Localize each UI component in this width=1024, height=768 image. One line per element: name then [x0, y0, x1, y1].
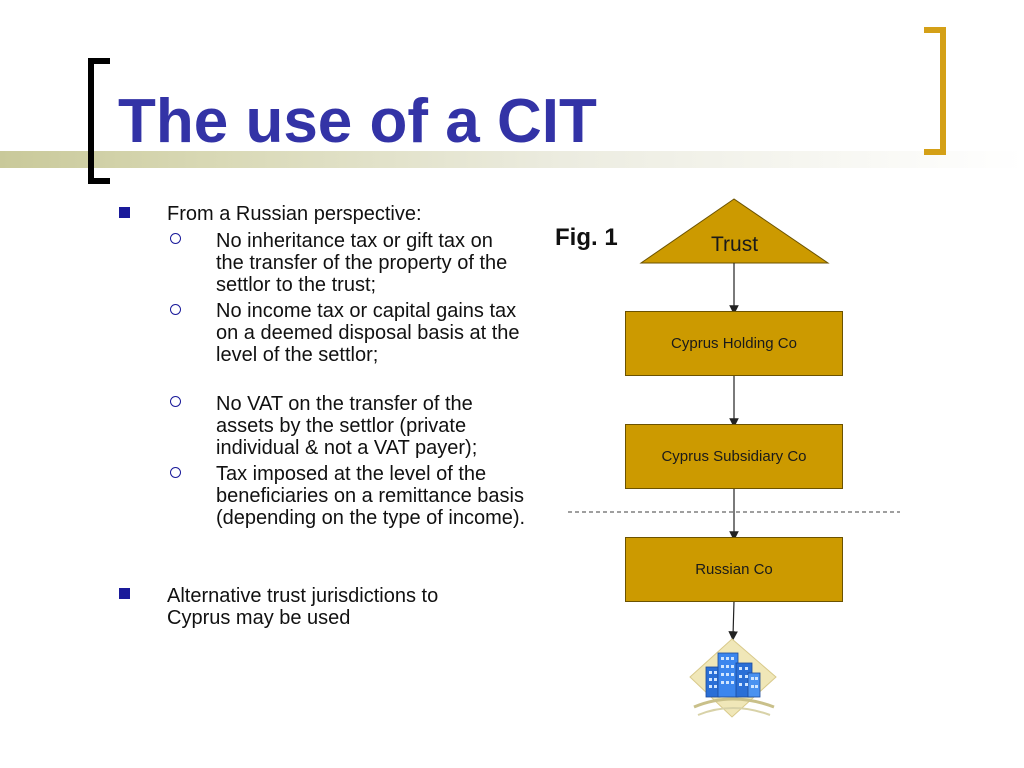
sub-bullet-text: No VAT on the transfer of the assets by … [216, 393, 478, 459]
right-bracket-decoration [924, 27, 946, 155]
bullet-ring-icon [170, 233, 181, 244]
slide-title: The use of a CIT [118, 87, 597, 156]
office-building-icon [689, 638, 777, 718]
cyprus-subsidiary-box: Cyprus Subsidiary Co [625, 424, 843, 489]
left-bracket-decoration [88, 58, 110, 184]
bullet-square-icon [119, 207, 130, 218]
cyprus-subsidiary-label: Cyprus Subsidiary Co [661, 448, 807, 465]
sub-bullet-text: No income tax or capital gains tax on a … [216, 300, 520, 366]
bullet-text: From a Russian perspective: [167, 203, 422, 225]
arrow-russian-to-building [728, 600, 738, 641]
bullet-square-icon [119, 588, 130, 599]
trust-label: Trust [710, 233, 759, 256]
russian-co-label: Russian Co [695, 561, 773, 578]
russian-co-box: Russian Co [625, 537, 843, 602]
figure-label: Fig. 1 [555, 224, 618, 251]
sub-bullet-text: No inheritance tax or gift tax on the tr… [216, 230, 508, 296]
bullet-text: Alternative trust jurisdictions to Cypru… [167, 585, 439, 629]
bullet-ring-icon [170, 304, 181, 315]
sub-bullet-text: Tax imposed at the level of the benefici… [216, 463, 526, 529]
cyprus-holding-label: Cyprus Holding Co [671, 335, 797, 352]
bullet-ring-icon [170, 396, 181, 407]
title-underline-band [0, 151, 1024, 168]
bullet-ring-icon [170, 467, 181, 478]
cyprus-holding-box: Cyprus Holding Co [625, 311, 843, 376]
